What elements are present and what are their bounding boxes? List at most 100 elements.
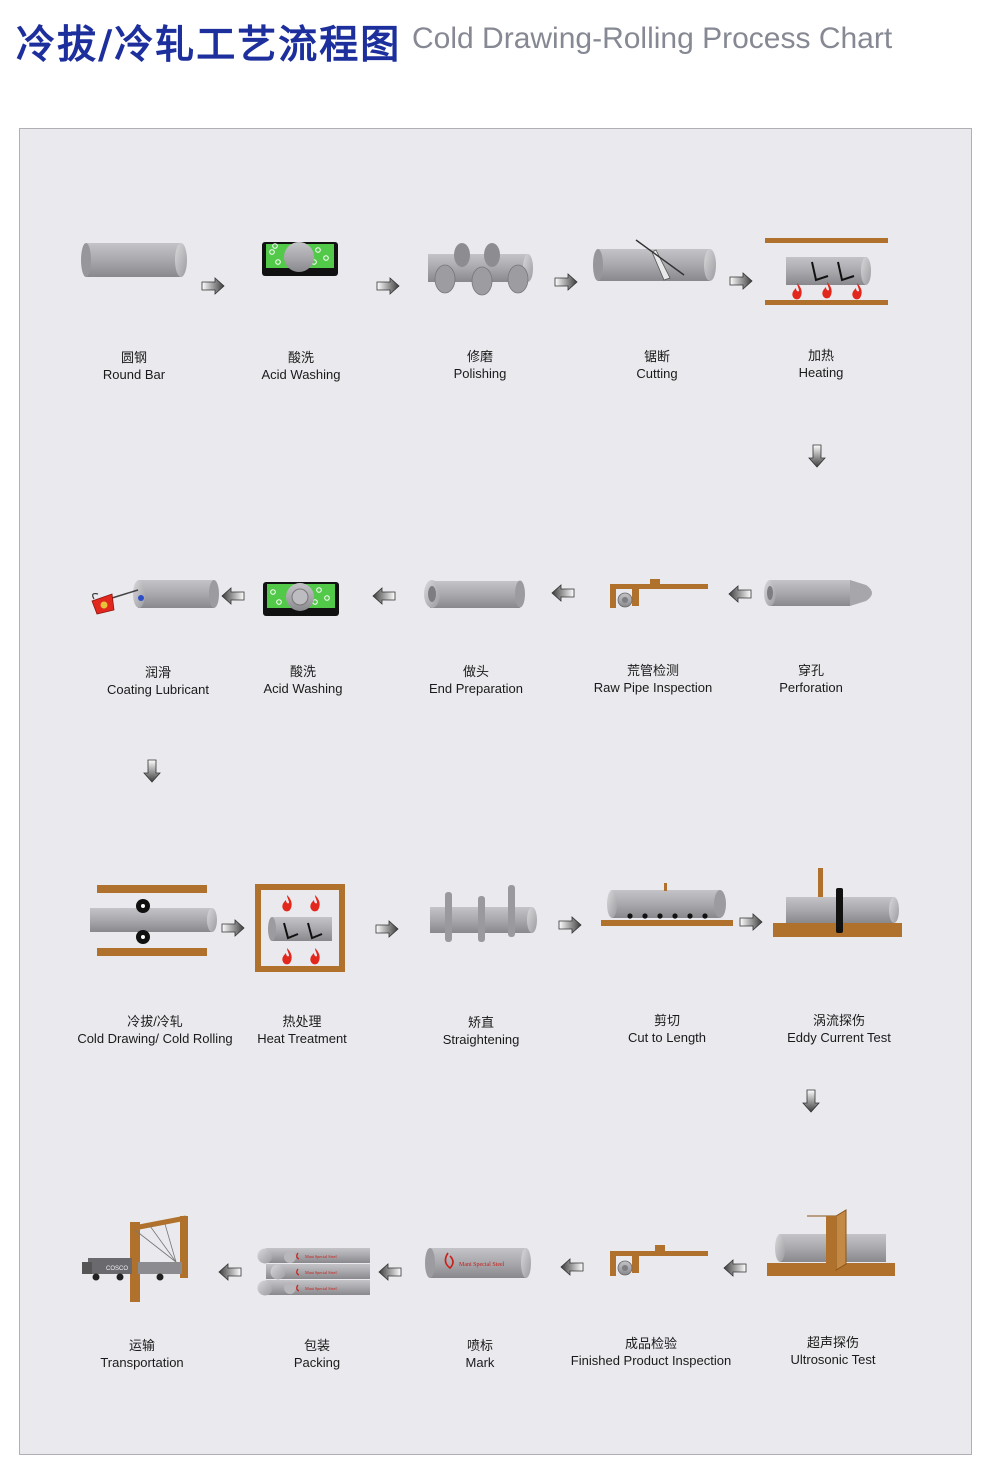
step-label-en: Eddy Current Test — [787, 1030, 891, 1045]
step-label-cut-to-length: 剪切 Cut to Length — [572, 1013, 762, 1046]
packing-brand-text: Mani Special Steel — [305, 1270, 337, 1275]
step-label-zh: 喷标 — [466, 1338, 493, 1353]
step-label-zh: 冷拔/冷轧 — [127, 1014, 183, 1029]
step-label-end-preparation: 做头 End Preparation — [381, 664, 571, 697]
step-label-straightening: 矫直 Straightening — [386, 1015, 576, 1048]
step-label-transportation: 运输 Transportation — [47, 1338, 237, 1371]
flow-arrow-right-icon — [376, 277, 400, 295]
acid-washing-tank-icon — [263, 582, 339, 616]
cutting-saw-icon — [593, 239, 716, 281]
step-label-zh: 涡流探伤 — [812, 1013, 865, 1028]
polishing-icon — [428, 243, 533, 296]
flow-arrow-right-icon — [375, 920, 399, 938]
step-label-en: Cold Drawing/ Cold Rolling — [77, 1031, 233, 1046]
process-chart-panel — [19, 128, 972, 1455]
flow-arrow-down-icon — [143, 759, 161, 783]
step-label-en: Transportation — [100, 1355, 184, 1370]
step-label-en: Raw Pipe Inspection — [593, 680, 713, 695]
step-label-zh: 酸洗 — [287, 350, 314, 365]
chart-title-english: Cold Drawing-Rolling Process Chart — [412, 22, 893, 55]
flow-arrow-left-icon — [723, 1259, 747, 1277]
perforation-icon — [764, 580, 872, 606]
flow-arrow-left-icon — [378, 1263, 402, 1281]
step-label-zh: 矫直 — [467, 1015, 494, 1030]
step-label-en: Finished Product Inspection — [570, 1353, 732, 1368]
flow-arrow-left-icon — [218, 1263, 242, 1281]
step-label-zh: 润滑 — [144, 665, 171, 680]
step-label-en: Round Bar — [102, 367, 166, 382]
step-label-cold-drawing-rolling: 冷拔/冷轧 Cold Drawing/ Cold Rolling — [60, 1014, 250, 1047]
step-label-en: Acid Washing — [261, 367, 341, 382]
step-label-polishing: 修磨 Polishing — [385, 349, 575, 382]
step-label-zh: 加热 — [807, 348, 834, 363]
step-label-zh: 锯断 — [643, 349, 670, 364]
packing-brand-text: Mani Special Steel — [305, 1254, 337, 1259]
step-label-raw-pipe-inspection: 荒管检测 Raw Pipe Inspection — [558, 663, 748, 696]
step-label-cutting: 锯断 Cutting — [562, 349, 752, 382]
mark-stamping-icon: Mani Special Steel — [425, 1248, 531, 1278]
flow-arrow-left-icon — [372, 587, 396, 605]
step-label-zh: 圆钢 — [120, 350, 147, 365]
raw-pipe-caliper-icon — [610, 579, 708, 608]
step-label-en: Heating — [798, 365, 844, 380]
step-label-mark: 喷标 Mark — [385, 1338, 575, 1371]
step-label-en: Packing — [293, 1355, 341, 1370]
step-label-eddy-current-test: 涡流探伤 Eddy Current Test — [744, 1013, 934, 1046]
step-label-en: Mark — [465, 1355, 495, 1370]
flow-arrow-right-icon — [201, 277, 225, 295]
step-label-en: Straightening — [442, 1032, 520, 1047]
cold-drawing-rolling-icon — [90, 885, 217, 956]
step-label-ultrasonic-test: 超声探伤 Ultrosonic Test — [738, 1335, 928, 1368]
step-label-perforation: 穿孔 Perforation — [716, 663, 906, 696]
step-label-en: Cutting — [636, 366, 678, 381]
step-label-en: Polishing — [453, 366, 507, 381]
step-label-en: Heat Treatment — [257, 1031, 347, 1046]
mark-brand-text: Mani Special Steel — [459, 1262, 505, 1268]
heating-furnace-icon — [765, 238, 888, 305]
flow-arrow-down-icon — [802, 1089, 820, 1113]
step-label-round-bar: 圆钢 Round Bar — [39, 350, 229, 383]
step-label-zh: 热处理 — [282, 1014, 322, 1029]
step-label-zh: 修磨 — [466, 349, 493, 364]
ultrasonic-test-icon — [767, 1209, 895, 1276]
flow-arrow-down-icon — [808, 444, 826, 468]
step-label-heat-treatment: 热处理 Heat Treatment — [207, 1014, 397, 1047]
flow-arrow-right-icon — [221, 919, 245, 937]
packing-brand-text: Mani Special Steel — [305, 1286, 337, 1291]
step-label-finished-product-inspection: 成品检验 Finished Product Inspection — [556, 1336, 746, 1369]
heat-treatment-furnace-icon — [255, 884, 345, 972]
truck-brand-text: COSCO — [106, 1266, 128, 1272]
step-label-zh: 做头 — [462, 664, 489, 679]
step-label-en: Perforation — [779, 680, 843, 695]
flow-arrow-right-icon — [554, 273, 578, 291]
straightening-icon — [430, 885, 537, 942]
finished-product-caliper-icon — [610, 1245, 708, 1276]
flow-arrow-right-icon — [739, 913, 763, 931]
step-label-zh: 超声探伤 — [806, 1335, 859, 1350]
flow-arrow-left-icon — [221, 587, 245, 605]
eddy-current-test-icon — [773, 868, 902, 937]
step-label-en: End Preparation — [429, 681, 523, 696]
round-bar-icon — [81, 243, 187, 277]
packing-bundle-icon: Mani Special Steel Mani Special Steel Ma… — [257, 1248, 370, 1296]
step-label-zh: 剪切 — [653, 1013, 680, 1028]
step-label-zh: 穿孔 — [797, 663, 824, 678]
step-label-zh: 包装 — [303, 1338, 330, 1353]
flow-arrow-left-icon — [551, 584, 575, 602]
chart-title-chinese: 冷拔/冷轧工艺流程图 — [16, 23, 402, 68]
step-label-packing: 包装 Packing — [222, 1338, 412, 1371]
flow-arrow-left-icon — [560, 1258, 584, 1276]
transportation-crane-truck-icon: COSCO — [82, 1215, 188, 1302]
step-label-en: Coating Lubricant — [107, 682, 209, 697]
step-label-coating-lubricant: 润滑 Coating Lubricant — [63, 665, 253, 698]
step-label-zh: 成品检验 — [624, 1336, 677, 1351]
step-label-en: Acid Washing — [263, 681, 343, 696]
end-preparation-icon — [424, 580, 525, 608]
flow-arrow-right-icon — [729, 272, 753, 290]
cut-to-length-icon — [601, 883, 733, 926]
flow-arrow-left-icon — [728, 585, 752, 603]
flow-arrow-right-icon — [558, 916, 582, 934]
coating-lubricant-icon — [91, 580, 219, 615]
step-label-zh: 运输 — [128, 1338, 155, 1353]
